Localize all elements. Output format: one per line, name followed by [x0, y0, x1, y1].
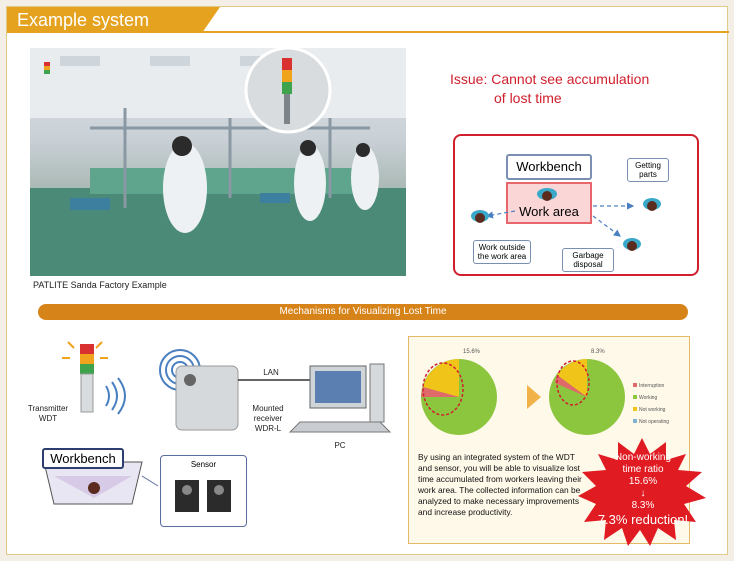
legend-not-operating: Not operating — [639, 419, 669, 425]
pie-comparison: 15.6% 8.3% Interruption Working Not work… — [421, 349, 669, 435]
reduction-callout — [578, 438, 706, 546]
lan-label: LAN — [263, 368, 279, 377]
sensor-icon — [175, 480, 231, 512]
pie-before-label: 15.6% — [463, 349, 481, 355]
legend-interruption: Interruption — [639, 383, 665, 389]
receiver-label: Mounted receiver WDR-L — [252, 404, 284, 433]
transmitter-label: Transmitter WDT — [27, 404, 69, 423]
diagram-work-area: Work area — [506, 182, 592, 224]
getting-parts-label: Getting parts — [627, 158, 669, 182]
callout-line-3: 15.6% — [628, 476, 658, 487]
title-bar: Example system — [7, 7, 729, 33]
work-area-diagram: Workbench Work area Getting parts Work o… — [453, 134, 699, 276]
diagram-workbench-label: Workbench — [506, 154, 592, 180]
callout-text: Non-working time ratio 15.6% ↓ 8.3% 7.3%… — [588, 452, 698, 528]
factory-photo — [30, 48, 406, 276]
work-outside-label: Work outside the work area — [473, 240, 531, 264]
legend-not-working: Not working — [639, 407, 666, 413]
page-title: Example system — [17, 10, 150, 30]
garbage-disposal-label: Garbage disposal — [562, 248, 614, 272]
sensor-box: Sensor — [160, 455, 247, 527]
result-description: By using an integrated system of the WDT… — [418, 452, 582, 517]
photo-caption: PATLITE Sanda Factory Example — [33, 280, 167, 290]
callout-line-5: 7.3% reduction! — [597, 512, 689, 527]
system-illustration — [43, 341, 392, 505]
diagram-arrows — [471, 188, 661, 251]
workbench-lower-label: Workbench — [42, 448, 124, 469]
legend-working: Working — [639, 395, 657, 401]
callout-line-2: time ratio — [622, 464, 664, 475]
issue-statement: Issue: Cannot see accumulation of lost t… — [450, 70, 649, 108]
pie-after-label: 8.3% — [591, 349, 605, 355]
issue-line-1: Issue: Cannot see accumulation — [450, 71, 650, 87]
title-underline — [202, 31, 729, 33]
sensor-label: Sensor — [190, 460, 217, 469]
pc-label: PC — [334, 441, 346, 450]
callout-arrow: ↓ — [640, 488, 646, 499]
issue-line-2: of lost time — [494, 90, 562, 106]
title-tab: Example system — [7, 7, 220, 33]
mechanisms-banner: Mechanisms for Visualizing Lost Time — [38, 304, 688, 320]
callout-line-4: 8.3% — [631, 500, 655, 511]
callout-line-1: Non-working — [614, 452, 672, 463]
